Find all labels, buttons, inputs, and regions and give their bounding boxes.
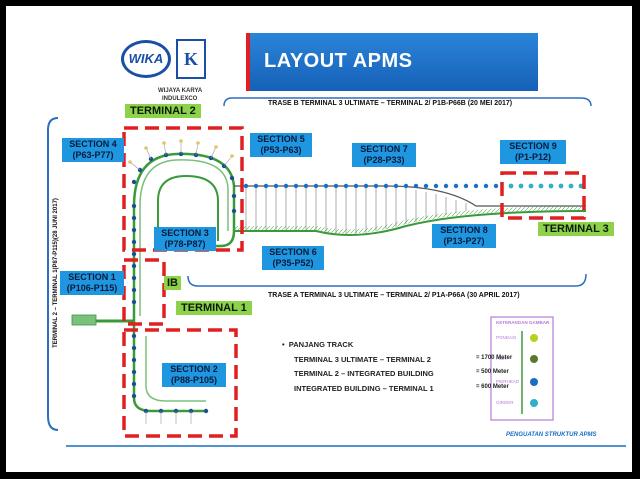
- svg-text:K: K: [184, 49, 198, 69]
- track-row-1-label: TERMINAL 3 ULTIMATE – TERMINAL 2: [294, 355, 431, 364]
- legend-item-pier: PIER: [496, 356, 507, 361]
- section-7-name: SECTION 7: [360, 144, 408, 154]
- section-7-box: SECTION 7 (P28-P33): [352, 143, 416, 167]
- track-bullet: •: [282, 340, 289, 349]
- section-8-name: SECTION 8: [440, 225, 488, 235]
- legend-item-pierhead: PIERHEAD: [496, 379, 520, 384]
- section-8-box: SECTION 8 (P13-P27): [432, 224, 496, 248]
- trase-b-bracket: [223, 97, 592, 107]
- track-terminal2-loop: [132, 152, 236, 316]
- company-subtitle-line1: WIJAYA KARYA: [158, 88, 203, 94]
- footer-text: PENGUATAN STRUKTUR APMS: [506, 432, 597, 438]
- title-banner: LAYOUT APMS: [246, 33, 538, 91]
- section-9-range: (P1-P12): [514, 152, 551, 162]
- section-3-box: SECTION 3 (P78-P87): [154, 227, 216, 251]
- section-2-box: SECTION 2 (P88-P105): [162, 363, 226, 387]
- section-2-range: (P88-P105): [170, 375, 218, 385]
- track-inner-loop: [157, 174, 219, 246]
- section-6-box: SECTION 6 (P35-P52): [262, 246, 324, 270]
- section-5-name: SECTION 5: [257, 134, 305, 144]
- track-row-2-value: = 500 Meter: [476, 369, 509, 375]
- section-4-range: (P63-P77): [72, 150, 114, 160]
- terminal-1-label: TERMINAL 1: [176, 301, 252, 315]
- track-row-2-label: TERMINAL 2 – INTEGRATED BUILDING: [294, 369, 434, 378]
- track-row-3-value: = 600 Meter: [476, 384, 509, 390]
- track-row-1-value: = 1700 Meter: [476, 355, 513, 361]
- section-3-name: SECTION 3: [161, 228, 209, 238]
- legend-item-pondasi: PONDASI: [496, 335, 517, 340]
- section-9-name: SECTION 9: [509, 141, 557, 151]
- frame-terminal3: [500, 171, 586, 220]
- track-main-line: [234, 185, 586, 207]
- partner-logo-icon: K: [176, 39, 206, 79]
- section-2-name: SECTION 2: [170, 364, 218, 374]
- section-6-range: (P35-P52): [272, 258, 314, 268]
- left-bracket: [47, 117, 59, 431]
- section-6-name: SECTION 6: [269, 247, 317, 257]
- trase-a-bracket: [187, 273, 587, 287]
- section-3-range: (P78-P87): [164, 239, 206, 249]
- section-5-box: SECTION 5 (P53-P63): [250, 133, 312, 157]
- banner-accent: [246, 33, 250, 91]
- ib-building: [71, 314, 97, 326]
- frame-ib: [122, 258, 166, 326]
- section-4-box: SECTION 4 (P63-P77): [62, 138, 124, 162]
- ib-label: IB: [164, 276, 181, 290]
- company-subtitle: WIJAYA KARYA INDULEXCO: [158, 87, 202, 103]
- terminal-3-label: TERMINAL 3: [538, 222, 614, 236]
- legend-panel: [490, 316, 554, 421]
- legend-title: KETERANGAN GAMBAR: [496, 320, 550, 325]
- legend-item-girder: GIRDER: [496, 400, 514, 405]
- page-title: LAYOUT APMS: [264, 50, 413, 72]
- section-1-box: SECTION 1 (P106-P115): [60, 271, 124, 295]
- section-5-range: (P53-P63): [260, 145, 302, 155]
- track-heading: • PANJANG TRACK: [282, 340, 353, 349]
- section-8-range: (P13-P27): [443, 236, 485, 246]
- track-row-3-label: INTEGRATED BUILDING – TERMINAL 1: [294, 384, 434, 393]
- slide: WIKA K WIJAYA KARYA INDULEXCO LAYOUT APM…: [6, 6, 632, 472]
- trase-a-caption: TRASE A TERMINAL 3 ULTIMATE – TERMINAL 2…: [268, 292, 520, 299]
- section-1-name: SECTION 1: [68, 272, 116, 282]
- pier-dots-terminal3: [508, 183, 584, 189]
- pier-dots-main: [243, 183, 499, 189]
- wika-logo-text: WIKA: [128, 51, 164, 66]
- company-subtitle-line2: INDULEXCO: [162, 96, 198, 102]
- trase-b-caption: TRASE B TERMINAL 3 ULTIMATE – TERMINAL 2…: [268, 100, 513, 107]
- layout-diagram: [47, 97, 626, 447]
- section-7-range: (P28-P33): [363, 155, 405, 165]
- section-4-name: SECTION 4: [69, 139, 117, 149]
- track-heading-text: PANJANG TRACK: [288, 340, 354, 349]
- track-lower-line: [234, 210, 587, 236]
- loop-spokes: [129, 141, 233, 171]
- vertical-caption: TERMINAL 2 – TERMINAL 1(P87-P115)(28 JUN…: [53, 198, 59, 348]
- pier-lines: [245, 186, 467, 236]
- section-1-range: (P106-P115): [66, 283, 118, 293]
- terminal-2-label: TERMINAL 2: [125, 104, 201, 118]
- wika-logo: WIKA: [121, 40, 171, 78]
- frame-terminal1: [122, 328, 238, 438]
- section-9-box: SECTION 9 (P1-P12): [500, 140, 566, 164]
